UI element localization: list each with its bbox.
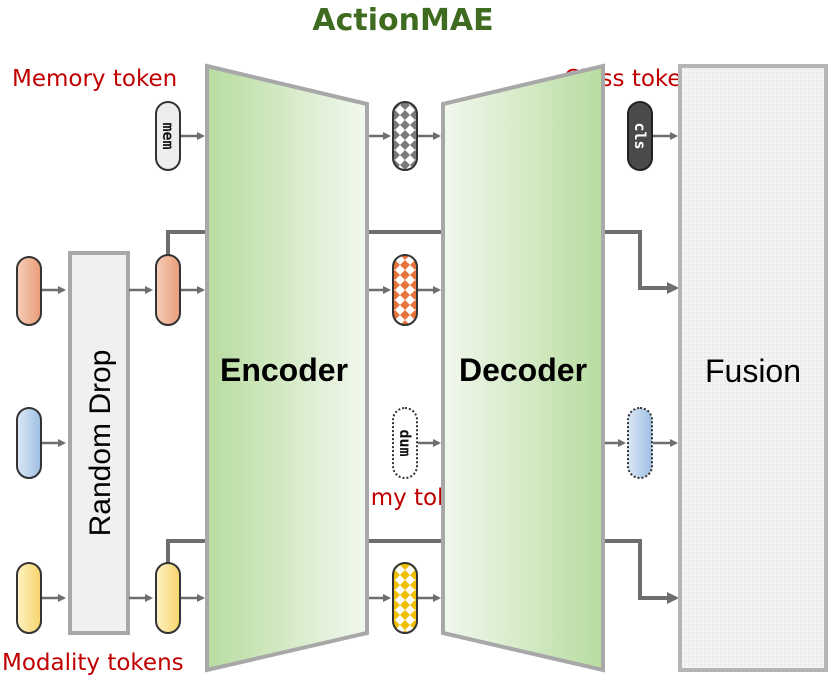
modality-token-orange	[16, 256, 42, 326]
encoder-block	[205, 63, 369, 673]
memory-token	[155, 101, 181, 171]
memory-token-text: mem	[159, 122, 177, 149]
fusion-block	[678, 64, 828, 672]
modality-token-blue	[16, 407, 42, 479]
encoded-yellow-token	[392, 562, 418, 634]
random-drop-block	[68, 251, 130, 635]
encoded-memory-token	[392, 101, 418, 171]
class-token	[627, 101, 653, 171]
decoder-block	[441, 63, 605, 673]
class-token-text: cls	[631, 122, 649, 149]
random-drop-label: Random Drop	[84, 350, 117, 537]
fusion-label: Fusion	[705, 353, 801, 389]
skip-connection-bottom	[166, 539, 679, 604]
memory-token-label: Memory token	[12, 66, 177, 92]
reconstructed-blue-token	[627, 407, 653, 479]
decoder-label: Decoder	[459, 352, 587, 388]
skip-connection-top	[166, 230, 679, 294]
modality-token-yellow	[16, 562, 42, 634]
dummy-token	[392, 407, 418, 479]
modality-tokens-label: Modality tokens	[2, 650, 184, 676]
kept-token-yellow	[155, 562, 181, 634]
encoded-orange-token	[392, 254, 418, 326]
diagram-title: ActionMAE	[312, 3, 493, 38]
encoder-label: Encoder	[220, 352, 348, 388]
kept-token-orange	[155, 254, 181, 326]
dummy-token-text: dum	[396, 429, 414, 456]
